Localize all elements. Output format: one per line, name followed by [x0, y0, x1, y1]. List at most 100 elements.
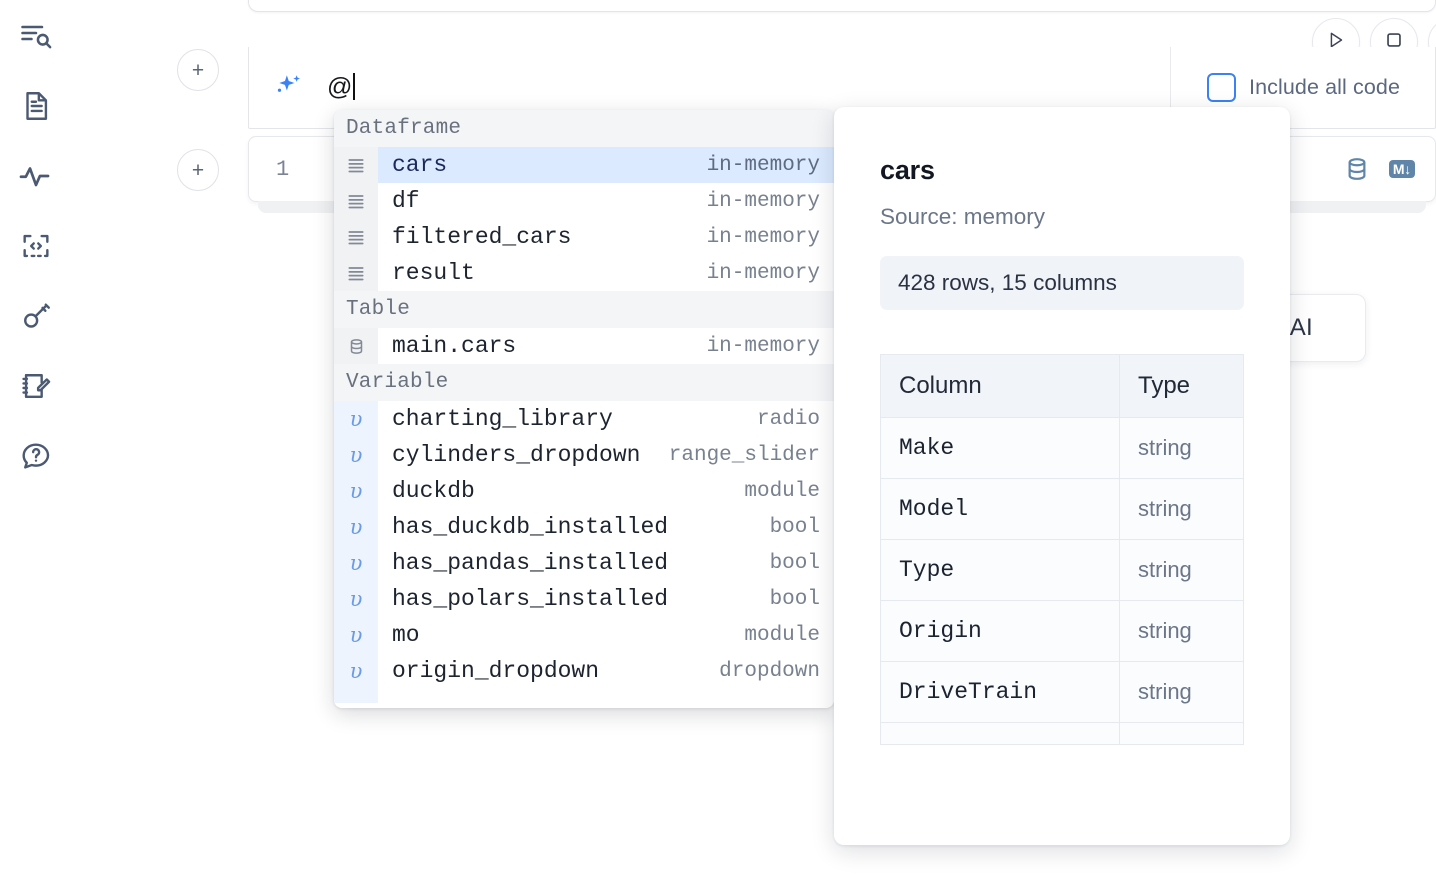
documentation-panel: cars Source: memory 428 rows, 15 columns… — [834, 107, 1290, 845]
markdown-icon[interactable]: M↓ — [1388, 159, 1415, 179]
autocomplete-item[interactable]: main.cars in-memory — [334, 328, 834, 364]
text-caret — [353, 73, 356, 100]
autocomplete-item-clipped[interactable] — [334, 689, 834, 703]
code-snippet-icon — [19, 229, 53, 263]
checkbox-box-icon — [1207, 73, 1236, 102]
column-type-cell: string — [1119, 661, 1244, 723]
autocomplete-item-name: result — [392, 260, 475, 286]
include-all-code-checkbox[interactable]: Include all code — [1207, 73, 1400, 102]
autocomplete-item-kind: module — [744, 623, 820, 647]
autocomplete-item-name: mo — [392, 622, 420, 648]
variable-icon: υ — [334, 581, 378, 617]
doc-shape-badge: 428 rows, 15 columns — [880, 256, 1244, 310]
dataframe-icon — [334, 219, 378, 255]
autocomplete-item-kind: bool — [769, 515, 820, 539]
activity-icon — [18, 158, 54, 194]
variable-icon: υ — [334, 473, 378, 509]
autocomplete-item[interactable]: filtered_cars in-memory — [334, 219, 834, 255]
column-type-cell: string — [1119, 417, 1244, 479]
sidebar-item-file[interactable] — [14, 84, 58, 128]
autocomplete-section-header: Table — [334, 291, 834, 328]
autocomplete-item-kind: radio — [756, 407, 820, 431]
database-icon — [334, 328, 378, 364]
autocomplete-item-name: charting_library — [392, 406, 613, 432]
column-name-cell: Type — [880, 539, 1120, 601]
autocomplete-item[interactable]: df in-memory — [334, 183, 834, 219]
variable-icon: υ — [334, 509, 378, 545]
line-number: 1 — [276, 156, 290, 182]
column-name-cell: DriveTrain — [880, 661, 1120, 723]
column-type-cell: string — [1119, 600, 1244, 662]
autocomplete-item-name: has_polars_installed — [392, 586, 669, 612]
autocomplete-item-name: cars — [392, 152, 448, 178]
autocomplete-item-name: duckdb — [392, 478, 475, 504]
stop-square-icon — [1383, 29, 1405, 56]
autocomplete-item-name: cylinders_dropdown — [392, 442, 641, 468]
add-cell-button-top[interactable]: + — [177, 49, 219, 91]
sidebar-item-snippets[interactable] — [14, 224, 58, 268]
column-name-cell — [880, 722, 1120, 745]
autocomplete-item[interactable]: cars in-memory — [334, 147, 834, 183]
autocomplete-item-name: has_duckdb_installed — [392, 514, 669, 540]
autocomplete-item-name: has_pandas_installed — [392, 550, 669, 576]
cell-toolbar: M↓ — [1343, 155, 1435, 183]
autocomplete-item-kind: module — [744, 479, 820, 503]
autocomplete-item-name: main.cars — [392, 333, 517, 359]
sidebar-item-secrets[interactable] — [14, 294, 58, 338]
column-name-cell: Model — [880, 478, 1120, 540]
autocomplete-item-kind: in-memory — [706, 334, 820, 358]
add-cell-button-bottom[interactable]: + — [177, 149, 219, 191]
autocomplete-item[interactable]: υ has_pandas_installed bool — [334, 545, 834, 581]
plus-icon: + — [191, 58, 205, 82]
autocomplete-item-kind: range_slider — [668, 443, 820, 467]
autocomplete-section-header: Dataframe — [334, 110, 834, 147]
column-header-column: Column — [880, 354, 1120, 418]
ai-options: Include all code — [1171, 47, 1435, 128]
column-type-cell — [1119, 722, 1244, 745]
ai-prompt-text: @ — [327, 73, 356, 102]
autocomplete-section-header: Variable — [334, 364, 834, 401]
sidebar-item-explore-outline[interactable] — [14, 14, 58, 58]
autocomplete-item-kind: in-memory — [706, 153, 820, 177]
sidebar-item-scratchpad[interactable] — [14, 364, 58, 408]
plus-icon: + — [191, 158, 205, 182]
variable-icon: υ — [334, 401, 378, 437]
sparkle-icon — [271, 71, 305, 105]
autocomplete-item-kind: bool — [769, 551, 820, 575]
autocomplete-item-kind: in-memory — [706, 225, 820, 249]
table-header-row: Column Type — [880, 354, 1244, 418]
sidebar-item-activity[interactable] — [14, 154, 58, 198]
autocomplete-item[interactable]: result in-memory — [334, 255, 834, 291]
dataframe-icon — [334, 147, 378, 183]
notebook-panel-edge — [248, 0, 1436, 12]
autocomplete-item[interactable]: υ charting_library radio — [334, 401, 834, 437]
scratchpad-icon — [19, 369, 53, 403]
autocomplete-item-kind: in-memory — [706, 261, 820, 285]
autocomplete-item[interactable]: υ has_duckdb_installed bool — [334, 509, 834, 545]
column-type-cell: string — [1119, 539, 1244, 601]
help-chat-icon — [19, 439, 53, 473]
variable-icon: υ — [334, 545, 378, 581]
autocomplete-item-name: origin_dropdown — [392, 658, 600, 684]
doc-source: Source: memory — [880, 204, 1046, 229]
autocomplete-item-name: filtered_cars — [392, 224, 572, 250]
key-icon — [19, 299, 53, 333]
sidebar-item-help[interactable] — [14, 434, 58, 478]
autocomplete-item-name: df — [392, 188, 420, 214]
autocomplete-item-kind: in-memory — [706, 189, 820, 213]
ai-prompt-input[interactable]: @ — [249, 47, 1171, 128]
database-icon[interactable] — [1343, 155, 1371, 183]
